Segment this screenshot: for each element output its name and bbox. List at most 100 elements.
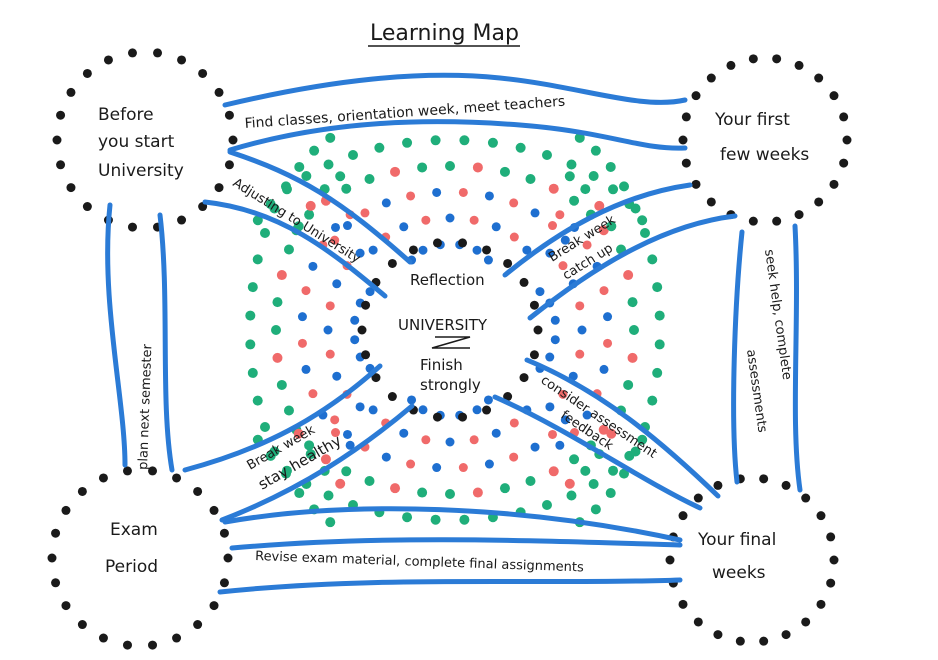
- ring-dot: [772, 216, 782, 226]
- ring-dot: [713, 480, 723, 490]
- decor-dot: [332, 279, 342, 289]
- decor-dot: [647, 254, 658, 265]
- decor-dot: [566, 490, 577, 501]
- stage-text: you start: [98, 132, 175, 152]
- decor-dot: [365, 287, 375, 297]
- ring-dot: [56, 160, 66, 170]
- ring-dot: [681, 158, 691, 168]
- ring-dot: [839, 112, 849, 122]
- path-catch-upper: [502, 182, 693, 278]
- ring-dot: [77, 486, 87, 496]
- ring-dot: [503, 392, 513, 402]
- decor-dot: [652, 282, 663, 293]
- decor-dot: [608, 184, 619, 195]
- decor-dot: [491, 222, 501, 232]
- decor-dot: [558, 389, 568, 399]
- decor-dot: [637, 434, 648, 445]
- decor-dot: [630, 446, 641, 457]
- ring-dot: [781, 630, 791, 640]
- decor-dot: [247, 367, 258, 378]
- decor-dot: [630, 203, 641, 214]
- decor-dot: [637, 215, 648, 226]
- decor-dot: [619, 181, 630, 192]
- decor-dot: [342, 221, 352, 231]
- ring-dot: [826, 532, 836, 542]
- ring-dot: [209, 601, 219, 611]
- decor-dot: [569, 454, 580, 465]
- decor-dot: [399, 222, 409, 232]
- ring-dot: [82, 202, 92, 212]
- stage-text: Your final: [697, 530, 776, 550]
- decor-dot: [418, 405, 428, 415]
- ring-dot: [759, 474, 769, 484]
- decor-dot: [619, 468, 630, 479]
- decor-dot: [588, 479, 599, 490]
- decor-dot: [355, 248, 365, 258]
- decor-dot: [590, 504, 601, 515]
- decor-dot: [654, 339, 665, 350]
- decor-dot: [530, 442, 540, 452]
- decor-dot: [545, 352, 555, 362]
- decor-dot: [345, 440, 355, 450]
- decor-dot: [445, 161, 455, 171]
- decor-dot: [269, 446, 280, 457]
- decor-dot: [418, 245, 428, 255]
- ring-dot: [713, 630, 723, 640]
- decor-dot: [535, 287, 545, 297]
- decor-dot: [472, 162, 483, 173]
- ring-dot: [357, 325, 367, 335]
- ring-dot: [98, 633, 108, 643]
- path-left-outer: [105, 202, 128, 468]
- ring-dot: [794, 60, 804, 70]
- decor-dot: [627, 352, 638, 363]
- decor-dot: [603, 338, 613, 348]
- decor-dot: [580, 465, 591, 476]
- decor-dot: [421, 435, 431, 445]
- decor-dot: [525, 173, 536, 184]
- ring-dot: [52, 135, 62, 145]
- decor-dot: [259, 228, 270, 239]
- stage-text: Exam: [110, 520, 158, 540]
- decor-dot: [330, 235, 340, 245]
- decor-dot: [459, 514, 470, 525]
- ring-dot: [177, 55, 187, 65]
- path-bottom-mid: [229, 537, 683, 551]
- ring-dot: [122, 466, 132, 476]
- label-right: assessments: [743, 348, 770, 433]
- decor-dot: [341, 183, 352, 194]
- decor-dot: [605, 161, 616, 172]
- decor-dot: [272, 297, 283, 308]
- path-right-outer: [792, 223, 803, 493]
- ring-dot: [814, 197, 824, 207]
- decor-dot: [381, 452, 391, 462]
- path-bottom-low: [217, 577, 683, 595]
- ring-dot: [387, 258, 397, 268]
- ring-dot: [816, 511, 826, 521]
- ring-dot: [127, 222, 137, 232]
- ring-dot: [693, 617, 703, 627]
- ring-dot: [706, 73, 716, 83]
- ring-dot: [691, 179, 701, 189]
- decor-dot: [491, 428, 501, 438]
- blue-paths: [105, 72, 803, 595]
- decor-dot: [558, 261, 568, 271]
- ring-dot: [371, 373, 381, 383]
- stage-before-university: Before you start University: [98, 105, 184, 181]
- ring-dot: [51, 528, 61, 538]
- decor-dot: [472, 405, 482, 415]
- ring-dot: [408, 245, 418, 255]
- ring-dot: [219, 578, 229, 588]
- label-right: seek help, complete: [761, 248, 794, 380]
- decor-dot: [550, 335, 560, 345]
- decor-dot: [309, 145, 320, 156]
- decor-dot: [301, 364, 311, 374]
- decor-dot: [548, 183, 559, 194]
- stage-first-weeks: Your first few weeks: [714, 110, 809, 165]
- decor-dot: [360, 208, 370, 218]
- decor-dot: [269, 203, 280, 214]
- decor-dot: [304, 209, 315, 220]
- decor-dot: [283, 244, 294, 255]
- decor-dot: [569, 195, 580, 206]
- decor-dot: [305, 200, 316, 211]
- ring-dot: [814, 73, 824, 83]
